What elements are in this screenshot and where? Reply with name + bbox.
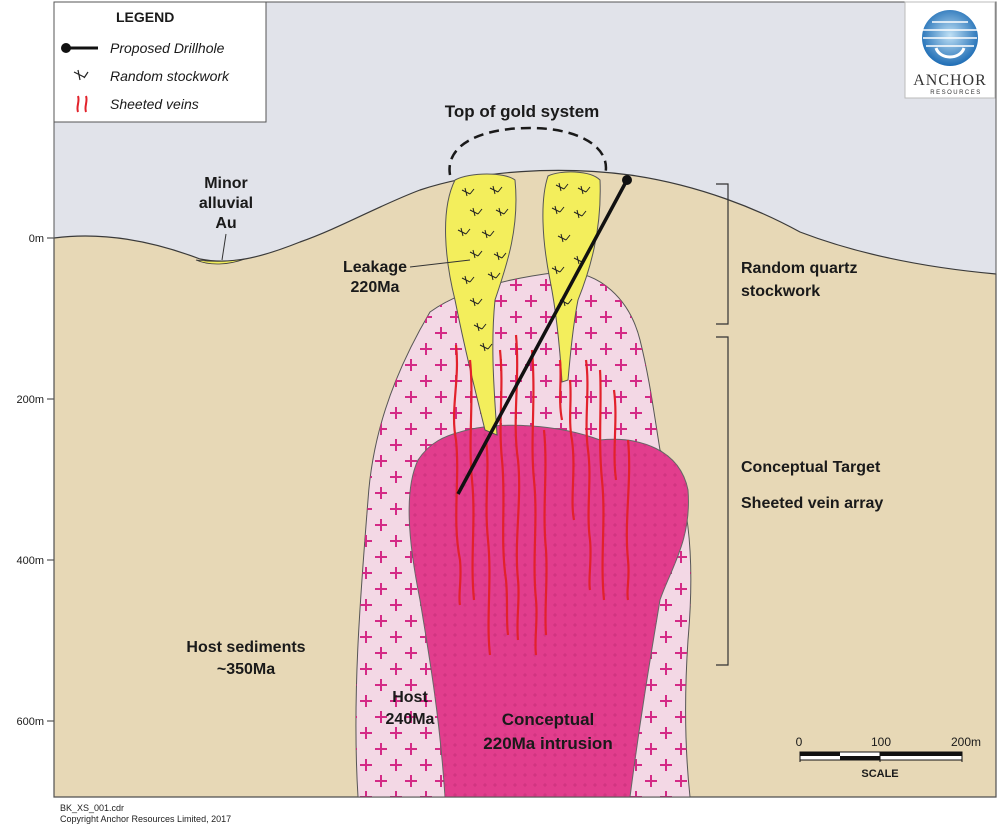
legend-title: LEGEND <box>116 9 174 25</box>
leakage-body-left <box>445 173 517 436</box>
scale-tick-200: 200m <box>951 735 981 749</box>
logo-sub: RESOURCES <box>930 90 982 96</box>
stockwork-symbol-icon <box>73 69 89 81</box>
legend-box <box>53 1 267 123</box>
leakage-leader <box>409 259 471 268</box>
depth-label-0: 0m <box>29 233 44 245</box>
top-of-gold-dome <box>448 126 608 176</box>
alluvial-lens <box>195 258 246 265</box>
top-of-gold-label: Top of gold system <box>445 102 600 121</box>
drillhole-symbol-icon <box>61 43 98 53</box>
footer-copyright: Copyright Anchor Resources Limited, 2017 <box>60 814 232 824</box>
depth-label-200: 200m <box>16 394 44 406</box>
minor-alluvial-line3: Au <box>215 215 236 232</box>
minor-alluvial-line1: Minor <box>204 175 248 192</box>
anchor-globe-icon <box>922 10 978 66</box>
random-quartz-bracket <box>716 183 729 325</box>
logo-word: ANCHOR <box>913 72 987 89</box>
sheeted-vein-array-label: Sheeted vein array <box>741 495 883 512</box>
depth-label-600: 600m <box>16 716 44 728</box>
intrusion-stipple-pattern <box>409 425 689 797</box>
legend-label-drillhole: Proposed Drillhole <box>110 40 225 56</box>
leakage-line1: Leakage <box>343 259 407 276</box>
leakage-body-right <box>542 171 601 383</box>
scale-tick-0: 0 <box>796 735 803 749</box>
scale-tick-100: 100 <box>871 735 891 749</box>
legend-label-stockwork: Random stockwork <box>110 68 230 84</box>
minor-alluvial-leader <box>221 233 227 261</box>
conceptual-target-bracket <box>716 336 729 666</box>
stockwork-marks <box>457 182 591 352</box>
host-sediments-line1: Host sediments <box>186 639 305 656</box>
intrusion-line1: Conceptual <box>502 710 595 729</box>
legend-label-sheeted-veins: Sheeted veins <box>110 96 199 112</box>
random-quartz-line2: stockwork <box>741 283 820 300</box>
minor-alluvial-line2: alluvial <box>199 195 253 212</box>
footer-file: BK_XS_001.cdr <box>60 803 125 813</box>
diagram-frame <box>53 1 997 798</box>
sheeted-veins-symbol-icon <box>76 95 88 113</box>
proposed-drillhole <box>456 179 629 495</box>
host-240-line2: 240Ma <box>386 711 435 728</box>
intrusion-line2: 220Ma intrusion <box>483 734 612 753</box>
depth-axis <box>47 237 54 722</box>
scale-title: SCALE <box>861 768 898 780</box>
depth-label-400: 400m <box>16 555 44 567</box>
conceptual-target-label: Conceptual Target <box>741 459 881 476</box>
sheeted-veins <box>452 334 631 656</box>
host-240-line1: Host <box>392 689 428 706</box>
drillhole-collar <box>622 175 632 185</box>
host-sediments-line2: ~350Ma <box>217 661 275 678</box>
random-quartz-line1: Random quartz <box>741 260 857 277</box>
scale-bar <box>799 751 963 762</box>
leakage-line2: 220Ma <box>351 279 400 296</box>
